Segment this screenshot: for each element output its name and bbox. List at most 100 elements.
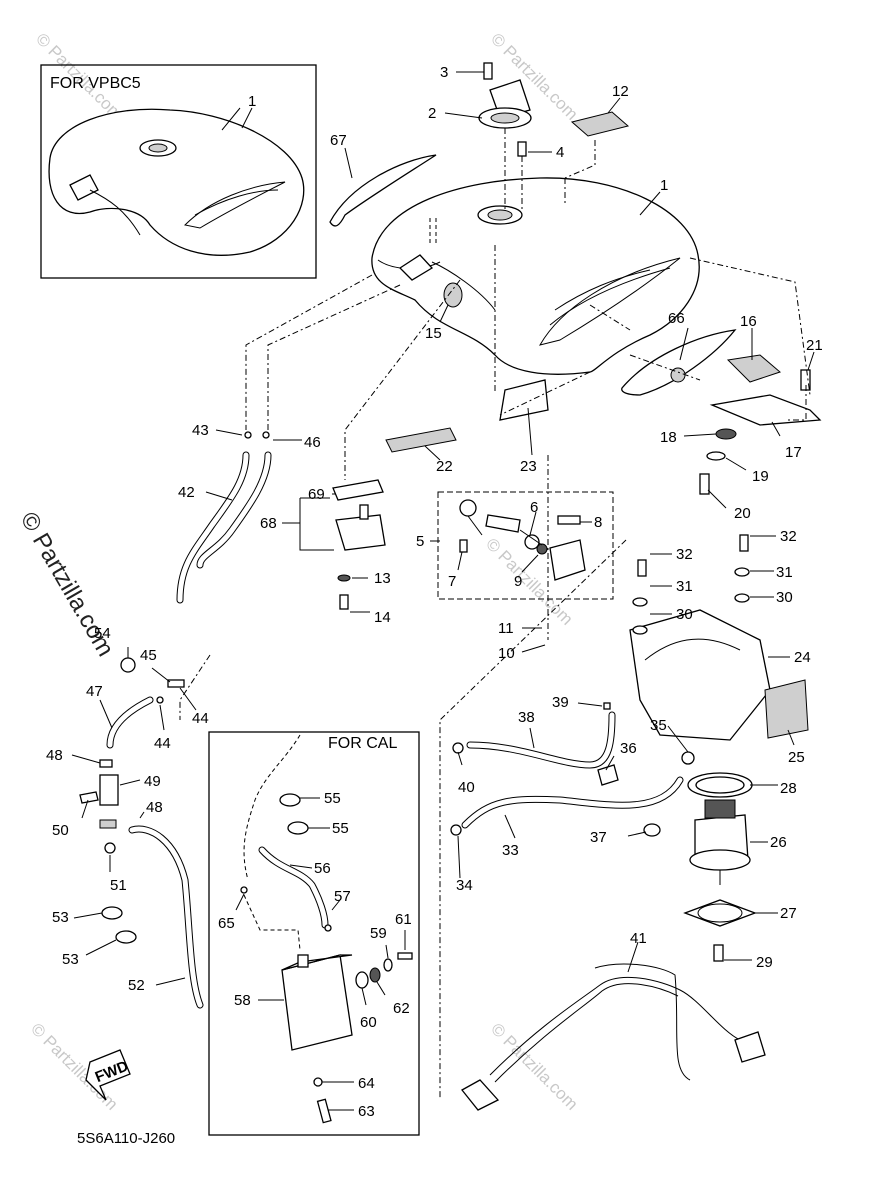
fuel-sender-assembly — [299, 479, 386, 610]
callout-label: 27 — [780, 905, 797, 922]
callout-label: 62 — [393, 1000, 410, 1017]
callout-label: 1 — [660, 177, 668, 194]
leader-lines — [179, 140, 811, 1100]
callout-label: 15 — [425, 325, 442, 342]
bracket-plate — [709, 394, 822, 426]
callout-label: 48 — [146, 799, 163, 816]
callout-label: 21 — [806, 337, 823, 354]
callout-label: 23 — [520, 458, 537, 475]
callout-label: 22 — [436, 458, 453, 475]
callout-label: 38 — [518, 709, 535, 726]
fuel-tank — [371, 177, 700, 375]
callout-label: 35 — [650, 717, 667, 734]
callout-label: 51 — [110, 877, 127, 894]
diagram-code: 5S6A110-J260 — [77, 1130, 175, 1147]
callout-label: 58 — [234, 992, 251, 1009]
callout-label: 59 — [370, 925, 387, 942]
callout-label: 19 — [752, 468, 769, 485]
callout-label: 61 — [395, 911, 412, 928]
callout-label: 50 — [52, 822, 69, 839]
callout-label: 48 — [46, 747, 63, 764]
callout-label: 10 — [498, 645, 515, 662]
callout-label: 8 — [594, 514, 602, 531]
side-trim-right — [621, 329, 737, 396]
callout-label: 7 — [448, 573, 456, 590]
callout-label: 52 — [128, 977, 145, 994]
callout-label: 14 — [374, 609, 391, 626]
callout-label: 18 — [660, 429, 677, 446]
callout-label: 11 — [498, 620, 514, 637]
callout-label: 31 — [676, 578, 693, 595]
callout-label: 34 — [456, 877, 473, 894]
callout-label: 9 — [514, 573, 522, 590]
callout-label: 47 — [86, 683, 103, 700]
callout-label: 43 — [192, 422, 209, 439]
callout-label: 55 — [332, 820, 349, 837]
callout-label: 26 — [770, 834, 787, 851]
callout-label: 32 — [676, 546, 693, 563]
protector-sheet — [499, 379, 549, 421]
callout-label: 30 — [776, 589, 793, 606]
callout-label: 67 — [330, 132, 347, 149]
callout-label: 60 — [360, 1014, 377, 1031]
callout-label: 40 — [458, 779, 475, 796]
inset-cal: FOR CAL — [208, 731, 420, 1136]
fuel-cock-assembly — [437, 491, 614, 600]
callout-label: 1 — [248, 93, 256, 110]
hoses-left — [79, 431, 272, 1009]
callout-label: 4 — [556, 144, 564, 161]
callout-label: 64 — [358, 1075, 375, 1092]
callout-label: 12 — [612, 83, 629, 100]
callout-label: 53 — [62, 951, 79, 968]
callout-label: 32 — [780, 528, 797, 545]
callout-label: 20 — [734, 505, 751, 522]
fuel-pump-assembly — [629, 534, 809, 962]
callout-label: 56 — [314, 860, 331, 877]
grommet — [443, 282, 463, 308]
callout-label: 41 — [630, 930, 647, 947]
callout-label: 63 — [358, 1103, 375, 1120]
callout-label: 2 — [428, 105, 436, 122]
inset-vpbc5: FOR VPBC5 — [40, 64, 317, 279]
callout-label: 30 — [676, 606, 693, 623]
callout-label: 66 — [668, 310, 685, 327]
callout-label: 36 — [620, 740, 637, 757]
watermark-text: © Partzilla.com — [487, 1019, 581, 1113]
callout-label: 68 — [260, 515, 277, 532]
collar — [706, 451, 726, 461]
callout-label: 69 — [308, 486, 325, 503]
callout-label: 54 — [94, 625, 111, 642]
callout-label: 16 — [740, 313, 757, 330]
callout-label: 24 — [794, 649, 811, 666]
callout-label: 28 — [780, 780, 797, 797]
callout-label: 29 — [756, 954, 773, 971]
inset-cal-title: FOR CAL — [328, 735, 397, 752]
callout-label: 65 — [218, 915, 235, 932]
damper — [715, 428, 737, 440]
callout-label: 5 — [416, 533, 424, 550]
callout-label: 13 — [374, 570, 391, 587]
callout-label: 17 — [785, 444, 802, 461]
hoses-right — [450, 702, 766, 1111]
callout-label: 57 — [334, 888, 351, 905]
callout-label: 6 — [530, 499, 538, 516]
inset-vpbc5-title: FOR VPBC5 — [50, 75, 141, 92]
callout-label: 37 — [590, 829, 607, 846]
callout-label: 39 — [552, 694, 569, 711]
filler-cap-assembly — [478, 62, 532, 210]
callout-label: 25 — [788, 749, 805, 766]
callout-label: 49 — [144, 773, 161, 790]
callout-label: 33 — [502, 842, 519, 859]
callout-label: 3 — [440, 64, 448, 81]
callout-label: 42 — [178, 484, 195, 501]
callout-label: 45 — [140, 647, 157, 664]
callouts: 1 1 2 3 4 5 6 7 8 9 10 11 12 13 14 15 16 — [46, 64, 823, 1120]
bolt — [699, 473, 710, 495]
side-trim-left — [329, 154, 437, 227]
damper-block — [385, 427, 457, 453]
callout-label: 55 — [324, 790, 341, 807]
callout-label: 53 — [52, 909, 69, 926]
callout-label: 31 — [776, 564, 793, 581]
callout-label: 46 — [304, 434, 321, 451]
